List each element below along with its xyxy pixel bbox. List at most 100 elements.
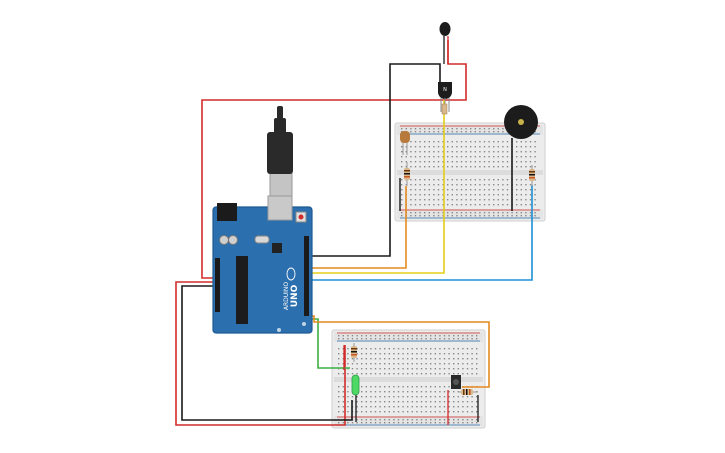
breadboard-hole (338, 422, 340, 424)
breadboard-hole (433, 156, 435, 158)
breadboard-hole (437, 215, 440, 217)
breadboard-hole (497, 215, 499, 217)
resistor-bottom-right[interactable] (458, 389, 478, 395)
breadboard-hole (411, 368, 413, 370)
breadboard-hole (448, 363, 450, 365)
breadboard-hole (434, 363, 436, 365)
breadboard-hole (338, 401, 340, 403)
breadboard-hole (419, 204, 421, 206)
wire-black-gnd-bottom[interactable] (181, 285, 353, 421)
wire-red-5v-bottom[interactable] (175, 281, 346, 426)
breadboard-hole (497, 131, 499, 133)
breadboard-hole (474, 151, 476, 153)
wire-blue-buzzer[interactable] (310, 185, 533, 281)
breadboard-hole (497, 161, 499, 163)
breadboard-hole (401, 215, 403, 217)
breadboard-hole (493, 151, 495, 153)
resistor-top-left[interactable] (404, 162, 410, 186)
breadboard-hole (356, 419, 358, 421)
wire-black-gnd-top[interactable] (310, 63, 441, 257)
breadboard-hole (407, 396, 409, 398)
breadboard-hole (439, 338, 441, 340)
breadboard-hole (493, 128, 495, 130)
breadboard-hole (506, 199, 509, 201)
usb-cable[interactable] (267, 106, 293, 197)
breadboard-hole (437, 184, 440, 186)
breadboard-hole (342, 386, 344, 388)
breadboard-hole (430, 368, 432, 370)
breadboard-hole (393, 368, 395, 370)
breadboard-hole (520, 215, 522, 217)
breadboard-hole (379, 358, 381, 360)
breadboard-hole (534, 161, 536, 163)
breadboard-hole (451, 189, 453, 191)
resistor-bottom-left[interactable] (351, 343, 357, 362)
arduino-uno-board[interactable]: ARDUINO UNO (212, 195, 313, 334)
breadboard-hole (460, 156, 463, 158)
breadboard-hole (525, 194, 527, 196)
breadboard-hole (465, 184, 467, 186)
breadboard-hole (502, 194, 504, 196)
dc-motor[interactable] (439, 22, 451, 64)
led-green[interactable] (351, 374, 360, 396)
breadboard-bottom[interactable] (331, 329, 486, 429)
breadboard-hole (425, 396, 427, 398)
breadboard-hole (361, 386, 363, 388)
wire-yellow-transistor[interactable] (310, 100, 445, 274)
breadboard-hole (379, 363, 381, 365)
breadboard-hole (497, 204, 499, 206)
breadboard-hole (428, 131, 430, 133)
breadboard-hole (411, 391, 413, 393)
breadboard-hole (342, 422, 344, 424)
breadboard-hole (356, 353, 358, 355)
breadboard-hole (502, 131, 504, 133)
breadboard-hole (506, 166, 509, 168)
breadboard-hole (397, 411, 400, 413)
resistor-top-right[interactable] (529, 165, 535, 186)
breadboard-hole (430, 422, 432, 424)
breadboard-hole (506, 151, 509, 153)
breadboard-hole (439, 411, 441, 413)
breadboard-hole (443, 335, 446, 337)
wire-orange-button[interactable] (310, 315, 490, 388)
breadboard-hole (479, 199, 481, 201)
breadboard-hole (447, 212, 449, 214)
breadboard-hole (384, 353, 386, 355)
breadboard-hole (534, 156, 536, 158)
breadboard-hole (456, 179, 458, 181)
breadboard-hole (476, 411, 478, 413)
breadboard-hole (502, 161, 504, 163)
breadboard-hole (428, 141, 430, 143)
npn-transistor[interactable]: N (438, 82, 452, 115)
breadboard-hole (439, 373, 441, 375)
breadboard-hole (402, 406, 404, 408)
wire-orange-top[interactable] (310, 186, 407, 269)
breadboard-hole (520, 199, 522, 201)
breadboard-hole (365, 353, 367, 355)
breadboard-hole (462, 422, 464, 424)
breadboard-hole (402, 368, 404, 370)
breadboard-hole (447, 156, 449, 158)
breadboard-hole (497, 189, 499, 191)
breadboard-hole (439, 391, 441, 393)
breadboard-hole (384, 396, 386, 398)
breadboard-hole (474, 184, 476, 186)
breadboard-hole (410, 151, 412, 153)
breadboard-hole (342, 411, 344, 413)
piezo-buzzer[interactable] (504, 105, 538, 139)
photoresistor[interactable] (400, 131, 410, 155)
breadboard-hole (370, 373, 372, 375)
breadboard-hole (416, 406, 418, 408)
push-button[interactable] (451, 375, 461, 389)
breadboard-hole (488, 128, 490, 130)
breadboard-hole (424, 131, 426, 133)
breadboard-hole (365, 386, 367, 388)
breadboard-hole (520, 189, 522, 191)
breadboard-hole (502, 128, 504, 130)
breadboard-hole (457, 401, 459, 403)
breadboard-hole (488, 179, 490, 181)
breadboard-hole (420, 391, 423, 393)
breadboard-hole (414, 156, 417, 158)
breadboard-hole (476, 422, 478, 424)
breadboard-hole (488, 194, 490, 196)
